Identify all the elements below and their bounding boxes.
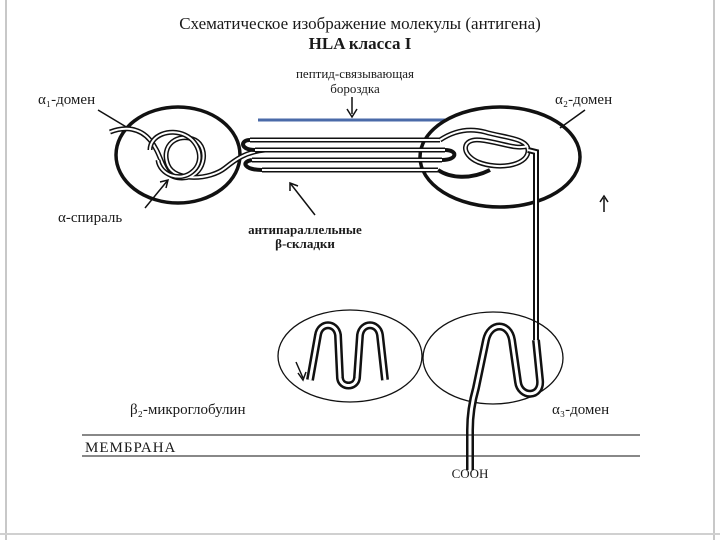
beta2-arrow [296, 362, 306, 380]
beta2-microglobulin-strand [310, 325, 385, 385]
alpha2-pointer [560, 110, 585, 128]
alpha1-domain-circle [116, 107, 240, 203]
alpha3-domain-strand [470, 327, 540, 471]
alpha1-pointer [98, 110, 128, 128]
alpha2-domain-circle [420, 107, 580, 207]
alpha-helix-arrow [145, 180, 168, 208]
alpha2-side-arrow [600, 196, 608, 212]
alpha2-alpha3-connector [528, 150, 536, 340]
alpha1-helix [110, 129, 265, 178]
groove-arrow [347, 97, 357, 117]
beta-sheets-arrow [290, 183, 315, 215]
